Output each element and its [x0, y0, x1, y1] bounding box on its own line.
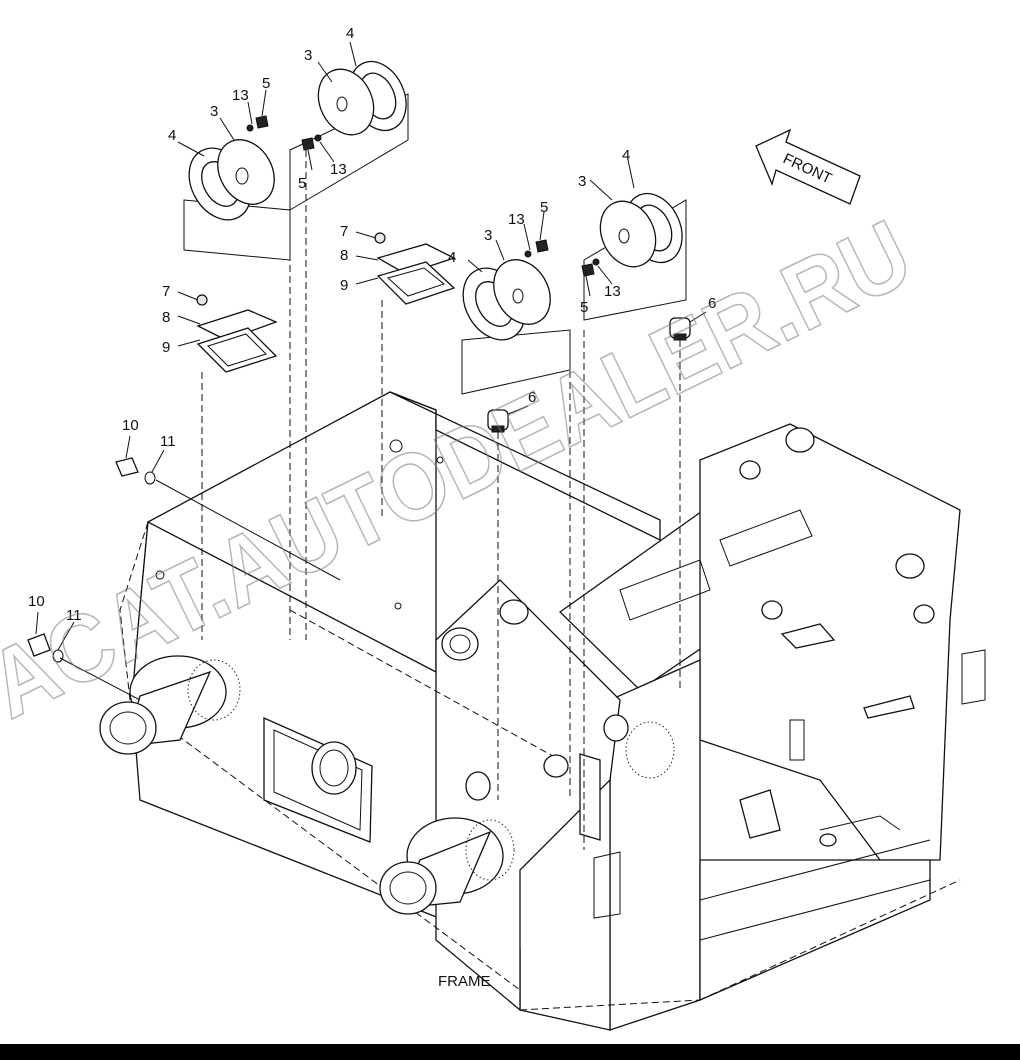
left-axle-housing — [99, 655, 241, 755]
callout-9-left: 9 — [162, 339, 170, 356]
front-direction-arrow: FRONT — [755, 128, 861, 205]
callout-10-lower: 10 — [28, 593, 45, 610]
access-cover-plate — [263, 716, 373, 843]
callout-13-upper-center: 13 — [330, 161, 347, 178]
frame-body — [99, 391, 986, 1031]
callout-3-upper-right: 3 — [578, 173, 586, 190]
callout-6-right: 6 — [708, 295, 716, 312]
inspection-plate-right — [374, 232, 456, 520]
callout-8-right: 8 — [340, 247, 348, 264]
callout-9-right: 9 — [340, 277, 348, 294]
callout-7-right: 7 — [340, 223, 348, 240]
callout-13-center: 13 — [508, 211, 525, 228]
callout-4-center: 4 — [448, 249, 456, 266]
inspection-plate-left — [196, 294, 278, 640]
cover-assembly-center — [461, 239, 571, 395]
callout-11-upper: 11 — [160, 433, 176, 450]
callout-10-upper: 10 — [122, 417, 139, 434]
callout-numbers: 4 3 13 5 5 13 3 4 3 4 5 13 13 5 3 4 7 8 … — [28, 25, 716, 624]
drain-plug-lower — [27, 633, 141, 701]
callout-6-center: 6 — [528, 389, 536, 406]
callout-4-upper-right: 4 — [622, 147, 630, 164]
callout-5-right: 5 — [580, 299, 588, 316]
frame-caption: FRAME — [438, 973, 491, 990]
callout-5-center: 5 — [540, 199, 548, 216]
drain-plug-upper — [115, 457, 341, 581]
cover-assembly-upper-center — [289, 60, 409, 211]
breather-cap-center — [487, 409, 509, 800]
callout-3-center: 3 — [484, 227, 492, 244]
breather-cap-right — [669, 317, 691, 690]
callout-11-lower: 11 — [66, 607, 82, 624]
callout-4-upper-center: 4 — [346, 25, 354, 42]
callout-13-right: 13 — [604, 283, 621, 300]
callout-5-upper-left: 5 — [262, 75, 270, 92]
cover-assembly-upper-right — [581, 192, 687, 321]
callout-13-upper-left: 13 — [232, 87, 249, 104]
callout-3-upper-left: 3 — [210, 103, 218, 120]
callout-3-upper-center: 3 — [304, 47, 312, 64]
callout-leaders — [35, 41, 707, 651]
callout-8-left: 8 — [162, 309, 170, 326]
callout-7-left: 7 — [162, 283, 170, 300]
cover-assembly-upper-left — [183, 115, 291, 261]
bottom-border-band — [0, 1044, 1020, 1060]
right-axle-housing — [379, 817, 515, 915]
callout-4-upper-left: 4 — [168, 127, 176, 144]
callout-5-upper-center: 5 — [298, 175, 306, 192]
